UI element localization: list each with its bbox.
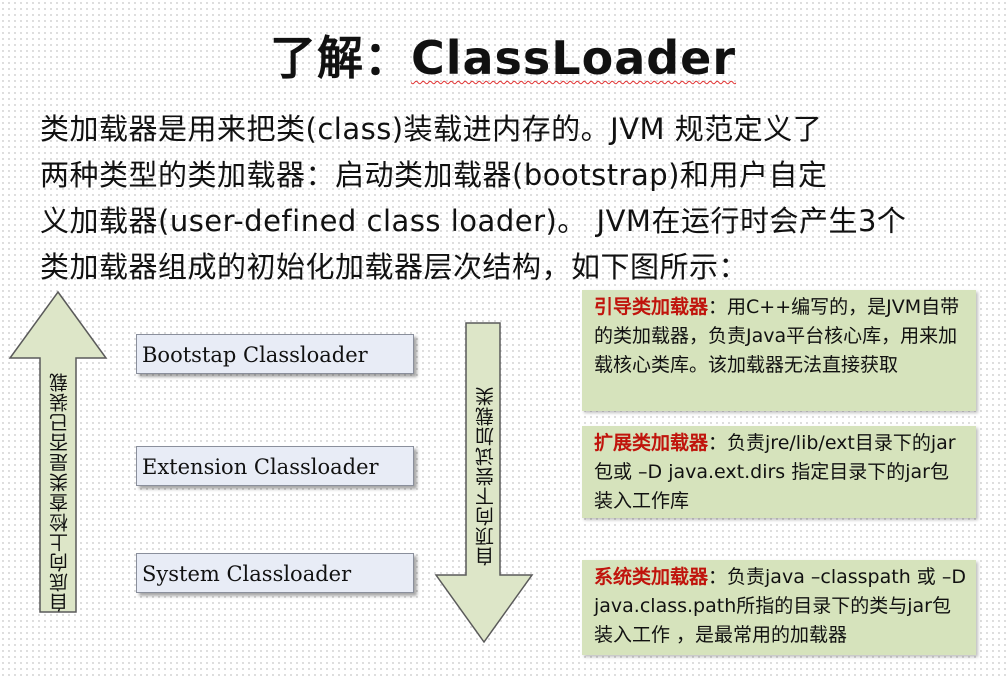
intro-paragraph: 类加载器是用来把类(class)装载进内存的。JVM 规范定义了 两种类型的类加…: [40, 106, 965, 290]
note-system: 系统类加载器：负责java –classpath 或 –D java.class…: [582, 560, 976, 655]
extension-classloader-box: Extension Classloader: [136, 446, 414, 486]
up-arrow: [8, 290, 108, 613]
intro-line: 类加载器是用来把类(class)装载进内存的。JVM 规范定义了: [40, 112, 823, 146]
note-body: 用C++编写的，是JVM自带的类加载器，负责Java平台核心库，用来加载核心类库…: [594, 296, 960, 376]
note-sep: ：: [708, 566, 728, 588]
title-en: ClassLoader: [410, 31, 737, 85]
note-sep: ：: [708, 296, 728, 318]
bootstrap-classloader-box: Bootstap Classloader: [136, 334, 414, 374]
down-arrow-label: 自顶向下尝试加载类: [475, 386, 497, 566]
note-heading: 系统类加载器: [594, 566, 709, 588]
title-cn: 了解：: [269, 31, 411, 85]
intro-line: 类加载器组成的初始化加载器层次结构，如下图所示：: [40, 250, 749, 284]
note-heading: 引导类加载器: [594, 296, 709, 318]
note-extension: 扩展类加载器：负责jre/lib/ext目录下的jar包或 –D java.ex…: [582, 426, 976, 518]
intro-line: 两种类型的类加载器：启动类加载器(bootstrap)和用户自定: [40, 158, 828, 192]
page-title: 了解：ClassLoader: [0, 22, 1006, 88]
intro-line: 义加载器(user-defined class loader)。 JVM在运行时…: [40, 204, 907, 238]
down-arrow: [434, 322, 534, 644]
up-arrow-label: 自底向上检查类是否已装载: [49, 372, 71, 612]
note-body: 负责java –classpath 或 –D java.class.path所指…: [594, 566, 966, 646]
system-classloader-box: System Classloader: [136, 553, 414, 593]
note-sep: ：: [708, 432, 728, 454]
note-heading: 扩展类加载器: [594, 432, 709, 454]
note-body: 负责jre/lib/ext目录下的jar包或 –D java.ext.dirs …: [594, 432, 956, 512]
note-bootstrap: 引导类加载器：用C++编写的，是JVM自带的类加载器，负责Java平台核心库，用…: [582, 290, 976, 411]
